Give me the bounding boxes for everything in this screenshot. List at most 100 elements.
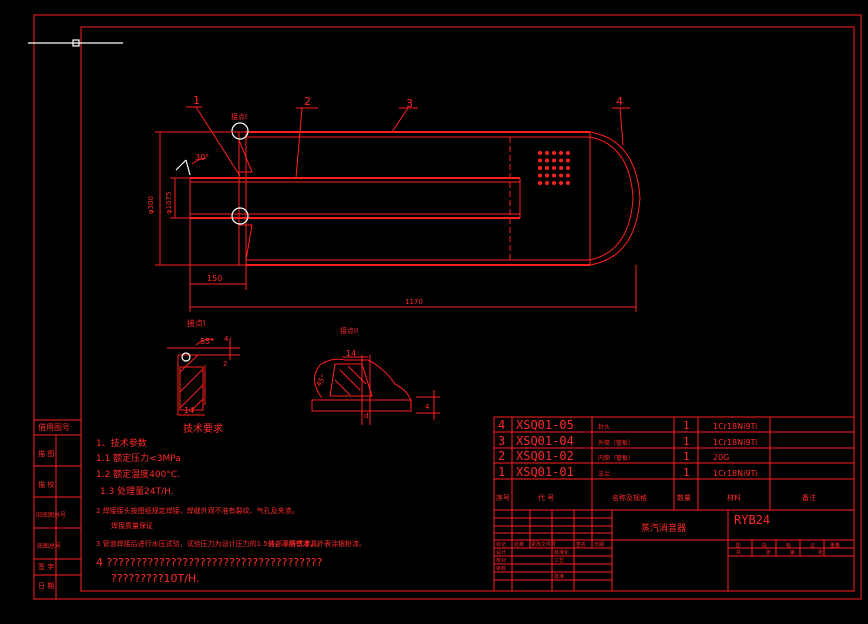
detail-1-view [167, 338, 240, 416]
perforation-dot [566, 158, 570, 163]
detail-2-title: 接点II [340, 326, 358, 335]
note-line: ?????????10T/H. [111, 572, 200, 585]
detail-1-dim-a: 4 [224, 335, 229, 343]
stage-label: 段 [762, 542, 767, 549]
part-material: 1Cr18Ni9Ti [713, 469, 757, 478]
parts-header: 数量 [677, 493, 691, 502]
row-label: 处数 [514, 541, 524, 548]
detail-marker-1 [231, 122, 249, 140]
part-quantity: 1 [683, 466, 690, 479]
detail-marker-2 [231, 207, 249, 225]
perforation-dot [545, 166, 549, 170]
detail-1-title: 接点I [187, 318, 205, 328]
perforation-dot [552, 173, 556, 178]
parts-header: 名称及规格 [612, 493, 647, 502]
row-label: 校对 [496, 557, 506, 564]
end-cap [589, 131, 641, 266]
silencer-main-view [155, 106, 641, 312]
part-quantity: 1 [683, 450, 690, 463]
row-label: 日期 [594, 542, 604, 548]
dim-outer-diameter: φ300 [147, 196, 155, 214]
side-label: 描 图 [38, 449, 54, 458]
perforation-dot [552, 158, 556, 163]
detail-2-dim-d: d [364, 412, 368, 420]
row-label: 标记 [496, 541, 506, 548]
part-material: 1Cr18Ni9Ti [713, 438, 757, 447]
dim-150: 150 [207, 274, 222, 283]
row-label: 工艺 [554, 558, 564, 564]
note-side: 外部涂防锈漆，外表涂银粉漆。 [268, 539, 366, 548]
perforation-dot [559, 173, 563, 178]
perforation-dot [566, 151, 570, 155]
detail-1-angle: 55° [200, 337, 214, 346]
side-label: 借用图号 [38, 422, 70, 432]
callout-1: 1 [193, 94, 200, 107]
sheet-label: 张 [818, 549, 823, 556]
part-number: 1 [498, 465, 505, 479]
note-line: 1.3 处理量24T/H. [100, 485, 174, 497]
inner-frame [80, 26, 855, 592]
sheet-label: 第 [790, 549, 795, 556]
part-quantity: 1 [683, 419, 690, 432]
part-name: 法兰 [598, 470, 610, 478]
perforation-dot [566, 173, 570, 178]
part-code: XSQ01-02 [516, 449, 574, 463]
perforation-dot [538, 158, 542, 163]
note-line: 1.1 额定压力<3MPa [96, 452, 181, 464]
perforation-dot [545, 181, 549, 185]
row-label: 更改文件号 [531, 541, 556, 548]
part-name: 内筒（管板） [598, 454, 634, 462]
side-label-column: 借用图号 描 图 描 校 旧底图总号 底图总号 签 字 日 期 [34, 419, 81, 599]
row-label: 设计 [496, 549, 506, 556]
side-label: 底图总号 [37, 542, 61, 550]
perforation-dot [538, 166, 542, 170]
detail-label-main: 接点I [231, 112, 247, 121]
flange [238, 131, 247, 266]
side-label: 签 字 [38, 562, 54, 571]
part-number: 2 [498, 449, 505, 463]
perforation-dot [538, 173, 542, 178]
sheet-label: 张 [766, 549, 771, 556]
perforation-grid [538, 151, 570, 185]
detail-2-view [311, 355, 440, 425]
crosshair-box [72, 39, 80, 47]
row-label: 标准化 [554, 549, 569, 556]
detail-2-dim-14: 14 [346, 349, 356, 358]
perforation-dot [559, 166, 563, 170]
dim-1170: 1170 [405, 298, 423, 306]
perforation-dot [538, 181, 542, 185]
parts-header: 序号 [496, 493, 510, 502]
note-line: 1.2 额定温度400°C. [96, 468, 180, 480]
part-material: 1Cr18Ni9Ti [713, 422, 757, 431]
parts-header: 材料 [727, 493, 741, 502]
note-line: 1、技术参数 [96, 437, 147, 449]
title-block [494, 510, 854, 591]
part-code: XSQ01-05 [516, 418, 574, 432]
stage-label: 阶 [736, 542, 741, 549]
perforation-dot [559, 158, 563, 163]
part-material: 20G [713, 453, 729, 462]
side-label: 旧底图总号 [36, 511, 66, 519]
dim-inner-diameter: φ1075 [165, 192, 173, 214]
parts-list-table [493, 416, 854, 591]
perforation-dot [545, 158, 549, 163]
parts-header: 备注 [802, 493, 816, 502]
side-label: 日 期 [38, 582, 54, 590]
stage-label: 标 [786, 542, 791, 549]
row-label: 签名 [576, 541, 586, 548]
drawing-title: 蒸汽消音器 [641, 522, 686, 534]
part-code: XSQ01-01 [516, 465, 574, 479]
angle-label: 30° [195, 153, 209, 162]
perforation-dot [552, 151, 556, 155]
callout-2: 2 [304, 95, 311, 108]
parts-header: 代 号 [538, 493, 554, 502]
detail-2-angle: 45° [315, 373, 328, 388]
detail-1-dim-b: 2 [223, 360, 227, 368]
perforation-dot [545, 173, 549, 178]
perforation-dot [545, 151, 549, 155]
note-continuation: 焊接质量保证 [111, 521, 153, 530]
note-line: 2 焊接接头按图纸规定焊接，焊缝外观不准有裂纹、气孔及夹渣。 [96, 506, 299, 515]
perforation-dot [566, 181, 570, 185]
callout-3: 3 [406, 97, 413, 110]
